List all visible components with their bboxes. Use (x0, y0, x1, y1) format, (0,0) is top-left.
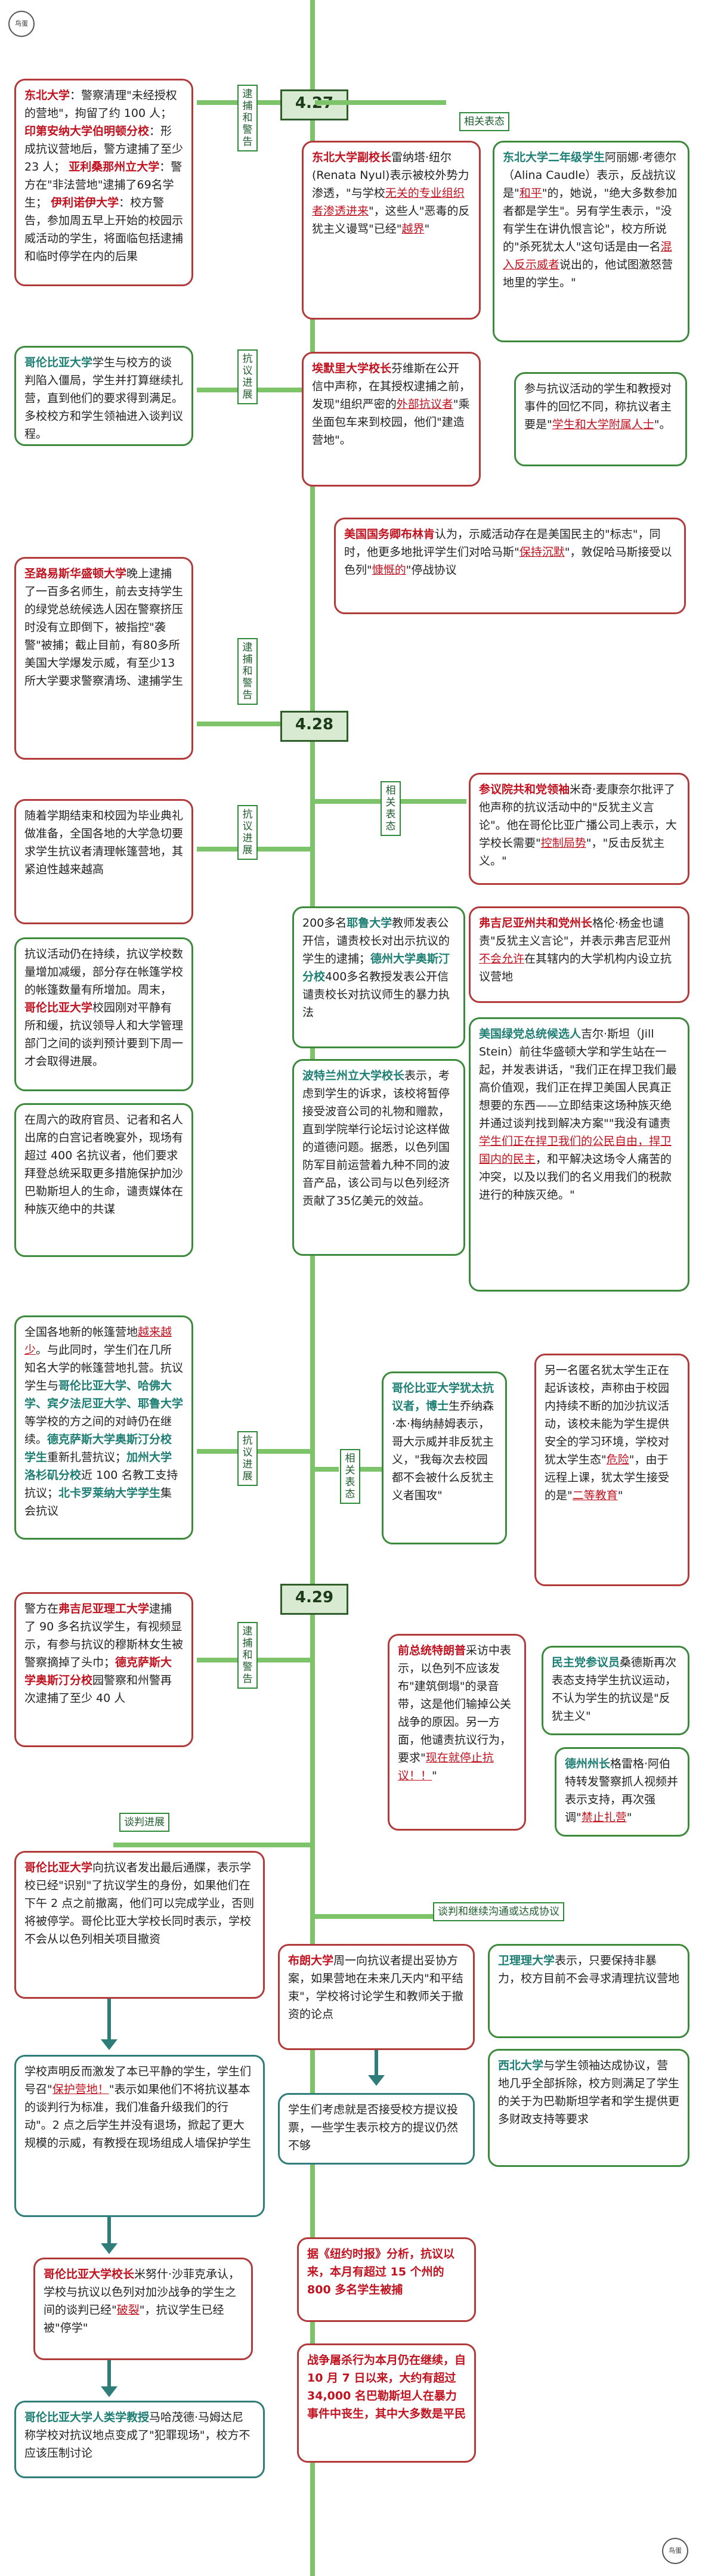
card-protests-continue: 抗议活动仍在持续，抗议学校数量增加减缓，部分存在帐篷学校的帐篷数量有所增加。周末… (14, 937, 193, 1091)
card-portland-state: 波特兰州立大学校长表示，考虑到学生的诉求，该校将暂停接受波音公司的礼物和赠款，直… (292, 1059, 465, 1256)
card-mcconnell: 参议院共和党领袖米奇·麦康奈尔批评了他声称的抗议活动中的"反犹主义言论"。他在哥… (469, 773, 689, 885)
tag-related-statement-2: 相关表态 (381, 781, 401, 836)
tag-negotiation-agreement: 谈判和继续沟通或达成协议 (433, 1902, 564, 1921)
arrow-shaft (107, 2360, 111, 2388)
arrow-down-icon (101, 2243, 117, 2254)
connector (315, 100, 446, 105)
card-blinken: 美国国务卿布林肯认为，示威活动存在是美国民主的"标志"，同时，他更多地批评学生们… (334, 518, 686, 614)
card-yale-texas-letters: 200多名耶鲁大学教师发表公开信，谴责校长对出示抗议的学生的逮捕；德州大学奥斯汀… (292, 906, 465, 1048)
card-mamdani: 哥伦比亚大学人类学教授马哈茂德·马姆达尼称学校对抗议地点变成了"犯罪现场"，校方… (14, 2401, 265, 2478)
card-brown-students-vote: 学生们考虑就是否接受校方提议投票，一些学生表示校方的提议仍然不够 (278, 2093, 475, 2165)
card-brown: 布朗大学周一向抗议者提出妥协方案，如果营地在未来几天内"和平结束"，学校将讨论学… (278, 1944, 475, 2050)
card-arrests-0427: 东北大学：警察清理"未经授权的营地"，拘留了约 100 人； 印第安纳大学伯明顿… (14, 79, 193, 286)
date-4-28: 4.28 (280, 711, 348, 742)
date-4-27: 4.27 (280, 89, 348, 120)
card-war-deaths: 战争屠杀行为本月仍在继续，自 10 月 7 日以来，大约有超过 34,000 名… (297, 2343, 476, 2463)
card-emory-participants: 参与抗议活动的学生和教授对事件的回忆不同，称抗议者主要是"学生和大学附属人士"。 (514, 372, 687, 466)
card-northwestern-deal: 西北大学与学生领袖达成协议，营地几乎全部拆除，校方则满足了学生的关于为巴勒斯坦学… (488, 2049, 689, 2167)
tag-related-statement-3: 相关表态 (340, 1449, 360, 1504)
arrow-down-icon (101, 2039, 117, 2050)
tag-related-statement: 相关表态 (459, 112, 509, 131)
connector (360, 1467, 382, 1472)
logo: 鸟蛋 (662, 2538, 688, 2564)
card-nyt-arrests: 据《纽约时报》分析，抗议以来，本月有超过 15 个州的800 多名学生被捕 (297, 2237, 476, 2322)
card-youngkin: 弗吉尼亚州共和党州长格伦·杨金也谴责"反犹主义言论"，并表示弗吉尼亚州不会允许在… (469, 906, 689, 1003)
card-northeastern-student: 东北大学二年级学生阿丽娜·考德尔（Alina Caudle）表示，反战抗议是"和… (493, 141, 689, 342)
arrow-shaft (107, 2217, 111, 2244)
card-sanders: 民主党参议员桑德斯再次表态支持学生抗议运动，不认为学生的抗议是"反犹主义" (542, 1646, 689, 1735)
tag-arrest-warning-3: 逮捕和警告 (237, 1622, 258, 1689)
card-washu-arrests: 圣路易斯华盛顿大学晚上逮捕了一百多名师生，前去支持学生的绿党总统候选人因在警察挤… (14, 557, 193, 760)
tag-protest-progress-2: 抗议进展 (237, 805, 258, 860)
connector (401, 799, 466, 804)
card-columbia-jewish-student: 哥伦比亚大学犹太抗议者，博士生乔纳森·本·梅纳赫姆表示，哥大示威并非反犹主义，"… (382, 1371, 507, 1544)
card-graduation-pressure: 随着学期结束和校园为毕业典礼做准备，全国各地的大学急切要求学生抗议者清理帐篷营地… (14, 799, 193, 924)
card-anonymous-lawsuit: 另一名匿名犹太学生正在起诉该校，声称由于校园内持续不断的加沙抗议活动，该校未能为… (534, 1354, 689, 1586)
arrow-shaft (107, 1999, 111, 2041)
card-students-defend-camp: 学校声明反而激发了本已平静的学生，学生们号召"保护营地！"表示如果他们不将抗议基… (14, 2055, 265, 2217)
card-columbia-talks-broke: 哥伦比亚大学校长米努什·沙菲克承认，学校与抗议以色列对加沙战争的学生之间的谈判已… (33, 2258, 253, 2360)
arrow-shaft (375, 2050, 378, 2076)
card-jill-stein: 美国绿党总统候选人吉尔·斯坦（Jill Stein）前往华盛顿大学和学生站在一起… (469, 1017, 689, 1292)
tag-negotiation-progress: 谈判进展 (119, 1813, 169, 1832)
tag-arrest-warning: 逮捕和警告 (237, 85, 258, 151)
tag-arrest-warning-2: 逮捕和警告 (237, 638, 258, 705)
card-camps-national: 全国各地新的帐篷营地越来越少。与此同时，学生们在几所知名大学的帐篷营地扎营。抗议… (14, 1315, 193, 1540)
date-4-29: 4.29 (280, 1584, 348, 1615)
card-wesleyan: 卫理理大学表示，只要保持非暴力，校方目前不会寻求清理抗议营地 (488, 1944, 689, 2038)
connector (315, 799, 381, 804)
card-whcd-protest: 在周六的政府官员、记者和名人出席的白宫记者晚宴外，现场有超过 400 名抗议者，… (14, 1103, 193, 1257)
card-emory-president: 埃默里大学校长芬维斯在公开信中声称，在其授权逮捕之前，发现"组织严密的外部抗议者… (302, 352, 481, 487)
logo: 鸟蛋 (8, 11, 35, 37)
timeline-spine (310, 0, 315, 2576)
tag-protest-progress: 抗议进展 (237, 349, 258, 404)
card-trump: 前总统特朗普采访中表示，以色列不应该发布"建筑倒塌"的录音带，这是他们输掉公关战… (388, 1634, 526, 1831)
card-columbia-talks: 哥伦比亚大学学生与校方的谈判陷入僵局，学生并打算继续扎营，直到他们的要求得到满足… (14, 346, 193, 446)
connector (197, 722, 310, 726)
card-northeastern-vp: 东北大学副校长雷纳塔·纽尔(Renata Nyul)表示被校外势力渗透，"与学校… (302, 141, 481, 320)
card-abbott: 德州州长格雷格·阿伯特转发警察抓人视频并表示支持，再次强调"禁止扎营" (555, 1747, 689, 1837)
connector (315, 1914, 548, 1919)
arrow-down-icon (368, 2075, 385, 2086)
connector (315, 1467, 339, 1472)
connector (113, 1843, 310, 1847)
tag-protest-progress-3: 抗议进展 (237, 1431, 258, 1486)
arrow-down-icon (101, 2386, 117, 2397)
card-columbia-ultimatum: 哥伦比亚大学向抗议者发出最后通牒，表示学校已经"识别"了抗议学生的身份，如果他们… (14, 1851, 265, 1999)
card-vt-texas-arrests: 警方在弗吉尼亚理工大学逮捕了 90 多名抗议学生，有视频显示，有参与抗议的穆斯林… (14, 1592, 193, 1747)
